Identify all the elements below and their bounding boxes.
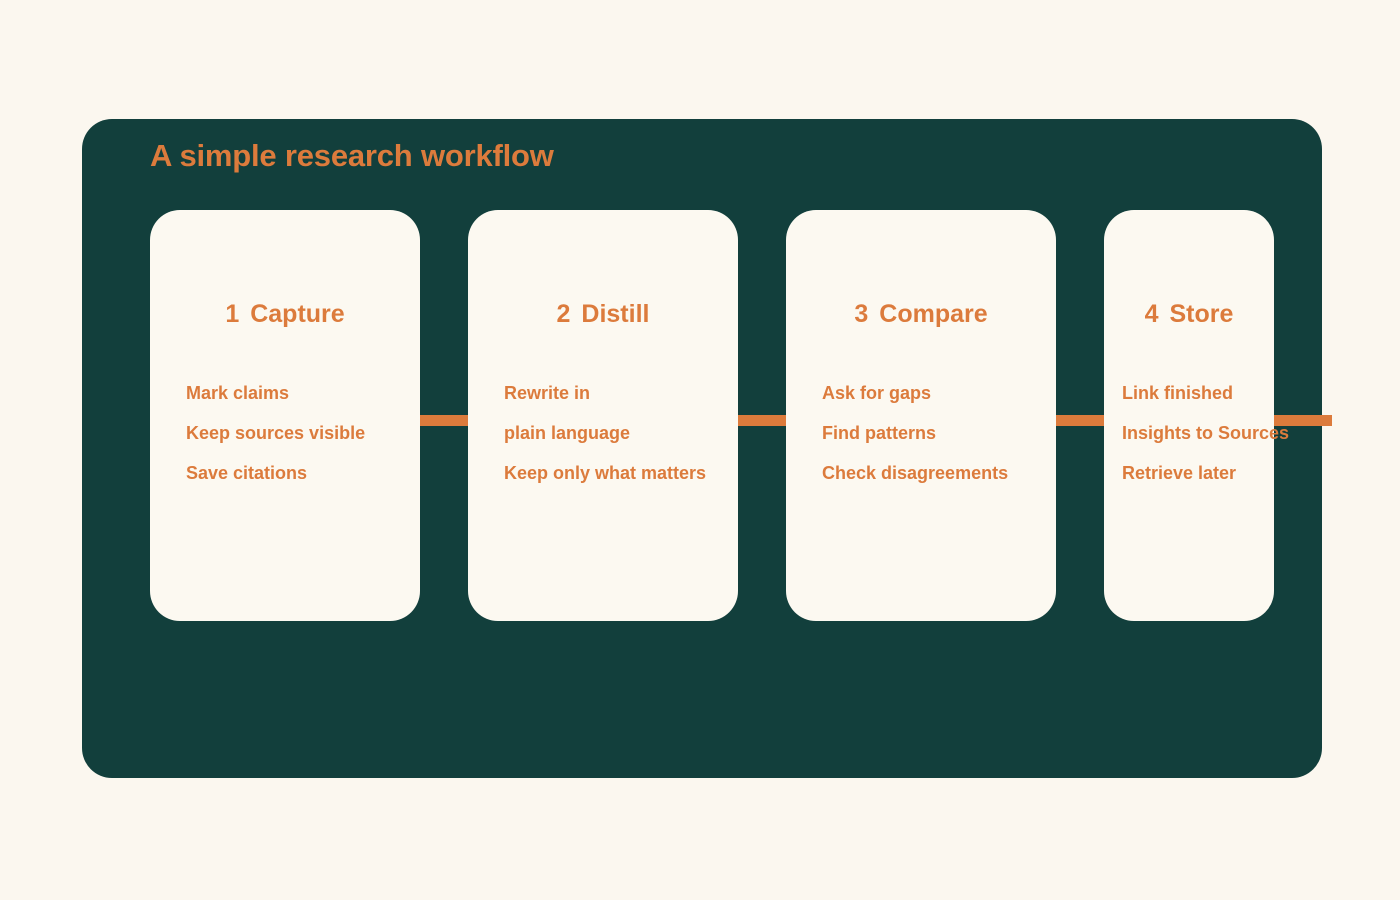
step-title: Store <box>1169 300 1234 328</box>
list-item: Link finished <box>1122 383 1234 403</box>
step-detail-list: Ask for gaps Find patterns Check disagre… <box>822 373 1082 493</box>
step-title: Distill <box>581 300 650 328</box>
step-heading: 4 Store <box>1104 300 1274 329</box>
step-card-capture[interactable]: 1 Capture Mark claims Keep sources visibl… <box>150 210 420 621</box>
step-number: 1 <box>225 300 240 328</box>
step-card-compare[interactable]: 3 Compare Ask for gaps Find patterns Chec… <box>786 210 1056 621</box>
step-title: Capture <box>250 300 345 328</box>
list-item: Mark claims <box>186 383 290 403</box>
list-item: Find patterns <box>822 423 937 443</box>
step-heading: 1 Capture <box>150 300 420 329</box>
workflow-panel: A simple research workflow 1 Capture Mark… <box>82 119 1332 778</box>
list-item: plain language <box>504 423 631 443</box>
step-detail-list: Mark claims Keep sources visible Save ci… <box>186 373 446 493</box>
step-number: 4 <box>1144 300 1159 328</box>
connector-3-4 <box>1052 415 1120 426</box>
list-item: Retrieve later <box>1122 463 1237 483</box>
step-title: Compare <box>879 300 988 328</box>
step-card-store[interactable]: 4 Store Link finished Insights to Sources… <box>1104 210 1289 621</box>
step-heading: 3 Compare <box>786 300 1056 329</box>
step-card-distill[interactable]: 2 Distill Rewrite in plain language Keep … <box>468 210 738 621</box>
connector-4-end <box>1270 415 1332 426</box>
list-item: Insights to Sources <box>1122 423 1290 443</box>
list-item: Keep only what matters <box>504 463 707 483</box>
connector-2-3 <box>734 415 802 426</box>
step-number: 2 <box>556 300 571 328</box>
list-item: Rewrite in <box>504 383 591 403</box>
step-number: 3 <box>854 300 869 328</box>
step-card-row: 1 Capture Mark claims Keep sources visibl… <box>150 210 1332 621</box>
connector-1-2 <box>416 415 484 426</box>
list-item: Save citations <box>186 463 308 483</box>
list-item: Keep sources visible <box>186 423 366 443</box>
step-detail-list: Rewrite in plain language Keep only what… <box>504 373 764 493</box>
list-item: Ask for gaps <box>822 383 932 403</box>
list-item: Check disagreements <box>822 463 1009 483</box>
step-detail-list: Link finished Insights to Sources Retrie… <box>1122 373 1382 493</box>
page-title: A simple research workflow <box>150 138 554 173</box>
step-heading: 2 Distill <box>468 300 738 329</box>
